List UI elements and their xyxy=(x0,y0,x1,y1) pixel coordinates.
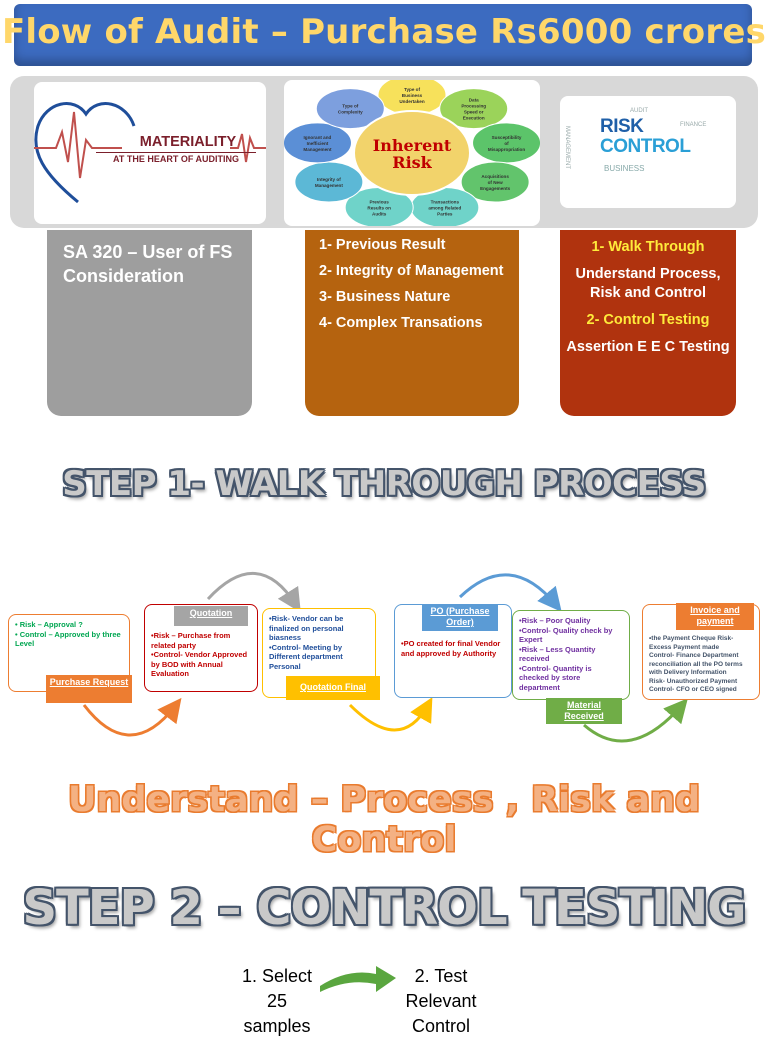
petal-label: of New xyxy=(488,180,503,185)
inv-line: Risk- Unauthorized Payment xyxy=(649,677,738,685)
q-line: •Control- Vendor Approved by BOD with An… xyxy=(151,650,248,678)
page-title: Flow of Audit – Purchase Rs6000 crores xyxy=(1,12,767,52)
rc-risk: RISK xyxy=(600,116,644,137)
petal-label: Undertaken xyxy=(399,99,424,104)
step2-right-line: Relevant xyxy=(405,991,477,1011)
step2-right-line: Control xyxy=(411,1016,471,1036)
petal-label: Management xyxy=(303,147,332,152)
po-card: •PO created for final Vendor and approve… xyxy=(394,604,512,698)
green-arrow-icon xyxy=(320,966,396,992)
invoice-label: Invoice and payment xyxy=(676,603,754,630)
po-line: •PO created for final Vendor and approve… xyxy=(401,639,501,658)
petal-label: among Related xyxy=(428,206,461,211)
petal xyxy=(460,161,530,203)
petal-label: Type of xyxy=(342,104,358,109)
mr-line: •Control- Quantity is checked by store d… xyxy=(519,663,592,692)
qf-line: •Risk- Vendor can be finalized on person… xyxy=(269,614,344,642)
materiality-box: SA 320 – User of FS Consideration xyxy=(47,230,252,416)
petal-label: Execution xyxy=(463,116,485,121)
flow-arrows xyxy=(82,572,688,743)
material-received-label: Material Received xyxy=(546,698,622,724)
petal-label: Results on xyxy=(367,206,391,211)
purchase-request-label: Purchase Request xyxy=(46,675,132,703)
petal-label: Ignorant and xyxy=(304,135,332,140)
petal xyxy=(294,161,364,203)
rc-control: CONTROL xyxy=(600,136,691,157)
materiality-image: MATERIALITY AT THE HEART OF AUDITING xyxy=(34,82,266,224)
inherent-center-label: Inherent xyxy=(373,136,452,155)
risk-control-image: MANAGEMENT AUDIT RISK CONTROL BUSINESS F… xyxy=(560,96,736,208)
q-line: •Risk – Purchase from related party xyxy=(151,631,231,650)
petal-label: Management xyxy=(315,183,344,188)
heart-icon xyxy=(34,102,266,204)
inherent-center xyxy=(353,110,471,196)
control-testing-desc: Assertion E E C Testing xyxy=(566,339,730,355)
step2-right-line: 2. Test xyxy=(414,966,468,986)
petal-label: Speed or xyxy=(464,110,484,115)
petal-label: Engagements xyxy=(480,186,511,191)
petal xyxy=(315,88,385,130)
petal-label: Acquisitions xyxy=(481,174,509,179)
mr-line: •Risk – Poor Quality xyxy=(519,616,591,625)
step2-test-control: 2. Test Relevant Control xyxy=(396,964,486,1039)
petal-label: Data xyxy=(469,98,479,103)
control-testing-title: 2- Control Testing xyxy=(586,312,710,328)
inherent-center-label: Risk xyxy=(392,153,432,172)
pr-line: • Control – Approved by three Level xyxy=(15,629,121,649)
petal-label: Inefficient xyxy=(307,141,329,146)
materiality-title: MATERIALITY xyxy=(139,134,237,150)
po-label: PO (Purchase Order) xyxy=(422,604,498,631)
petal xyxy=(282,122,352,164)
inherent-item: 1- Previous Result xyxy=(319,237,446,253)
petal-label: Business xyxy=(402,93,423,98)
materiality-subtitle: AT THE HEART OF AUDITING xyxy=(113,154,239,164)
rc-word-4: FINANCE xyxy=(680,122,707,128)
petal-label: Integrity of xyxy=(317,177,341,182)
petal-label: Audits xyxy=(372,212,387,217)
quotation-final-label: Quotation Final xyxy=(286,676,380,700)
inv-line: •the Payment Cheque Risk- Excess Payment… xyxy=(649,635,734,651)
mr-line: •Risk – Less Quantity received xyxy=(519,644,596,664)
petal-label: Misappropriation xyxy=(488,147,525,152)
rc-word-1: MANAGEMENT xyxy=(564,126,570,170)
step2-left-line: 25 xyxy=(266,991,288,1011)
step2-heading: STEP 2 – CONTROL TESTING xyxy=(22,880,746,936)
step2-select-samples: 1. Select 25 samples xyxy=(232,964,322,1039)
rc-word-2: AUDIT xyxy=(630,108,648,114)
petal-label: of xyxy=(504,141,509,146)
title-banner xyxy=(14,4,752,66)
petal-label: Processing xyxy=(461,104,486,109)
petal-label: Susceptibility xyxy=(492,135,522,140)
step2-left-line: 1. Select xyxy=(241,966,313,986)
risk-control-box: 1- Walk Through Understand Process, Risk… xyxy=(560,230,736,416)
inherent-item: 4- Complex Transations xyxy=(319,315,483,331)
petal-label: Complexity xyxy=(338,110,363,115)
petal-label: Parties xyxy=(437,212,453,217)
quotation-label: Quotation xyxy=(174,606,248,626)
step2-left-line: samples xyxy=(243,1016,311,1036)
pr-line: • Risk – Approval ? xyxy=(15,620,83,629)
material-received-card: •Risk – Poor Quality •Control- Quality c… xyxy=(512,610,630,700)
walk-through-desc: Understand Process, Risk and Control xyxy=(575,266,721,301)
materiality-box-text: SA 320 – User of FS Consideration xyxy=(63,242,233,286)
petal xyxy=(439,88,509,130)
walk-through-title: 1- Walk Through xyxy=(591,239,705,255)
petal-label: Type of xyxy=(404,87,420,92)
inherent-risk-box: 1- Previous Result 2- Integrity of Manag… xyxy=(305,230,519,416)
rc-word-3: BUSINESS xyxy=(604,164,645,173)
petal-label: Transactions xyxy=(431,200,460,205)
mr-line: •Control- Quality check by Expert xyxy=(519,625,613,645)
qf-line: •Control- Meeting by Different departmen… xyxy=(269,642,343,671)
inherent-item: 2- Integrity of Management xyxy=(319,263,504,279)
step1-heading: STEP 1- WALK THROUGH PROCESS xyxy=(62,464,706,504)
inv-line: Control- Finance Department reconciliati… xyxy=(649,652,743,676)
petal-label: Previous xyxy=(369,200,389,205)
inv-line: Control- CFO or CEO signed xyxy=(649,686,737,693)
understand-heading: Understand – Process , Risk and Control xyxy=(67,780,701,860)
inherent-item: 3- Business Nature xyxy=(319,289,451,305)
